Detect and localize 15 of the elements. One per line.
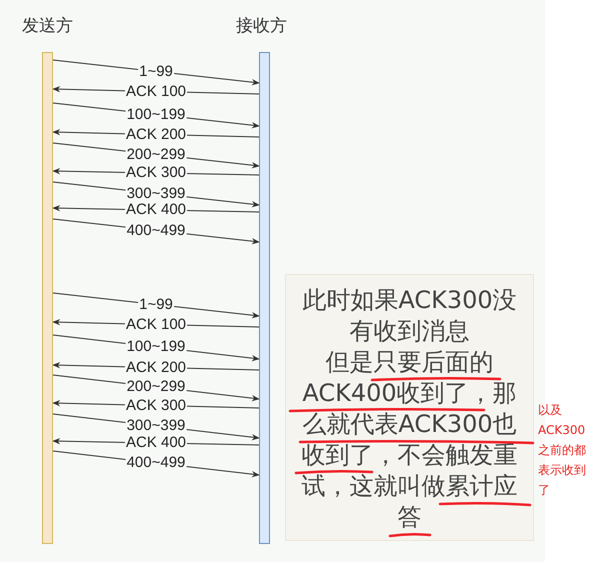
message-label: 200~299 xyxy=(126,146,186,162)
message-label: 400~499 xyxy=(126,222,186,238)
message-label: 100~199 xyxy=(126,106,186,122)
message-label: ACK 100 xyxy=(124,316,188,332)
annotation-text: 以及ACK300之前的都表示收到了 xyxy=(538,402,587,499)
message-label: 1~99 xyxy=(138,296,174,312)
message-label: ACK 200 xyxy=(124,360,188,376)
message-label: 300~399 xyxy=(126,186,186,202)
message-label: 1~99 xyxy=(138,64,174,80)
message-label: ACK 300 xyxy=(124,398,188,414)
lifeline-heading: 发送方 xyxy=(22,15,73,37)
message-label: ACK 200 xyxy=(124,126,188,142)
note-box: 此时如果ACK300没有收到消息 但是只要后面的ACK400收到了，那么就代表ACK300也收到了，不会触发重试，这就叫做累计应答 xyxy=(285,274,534,541)
lifeline-heading: 接收方 xyxy=(236,15,287,37)
message-label: ACK 100 xyxy=(124,84,188,100)
